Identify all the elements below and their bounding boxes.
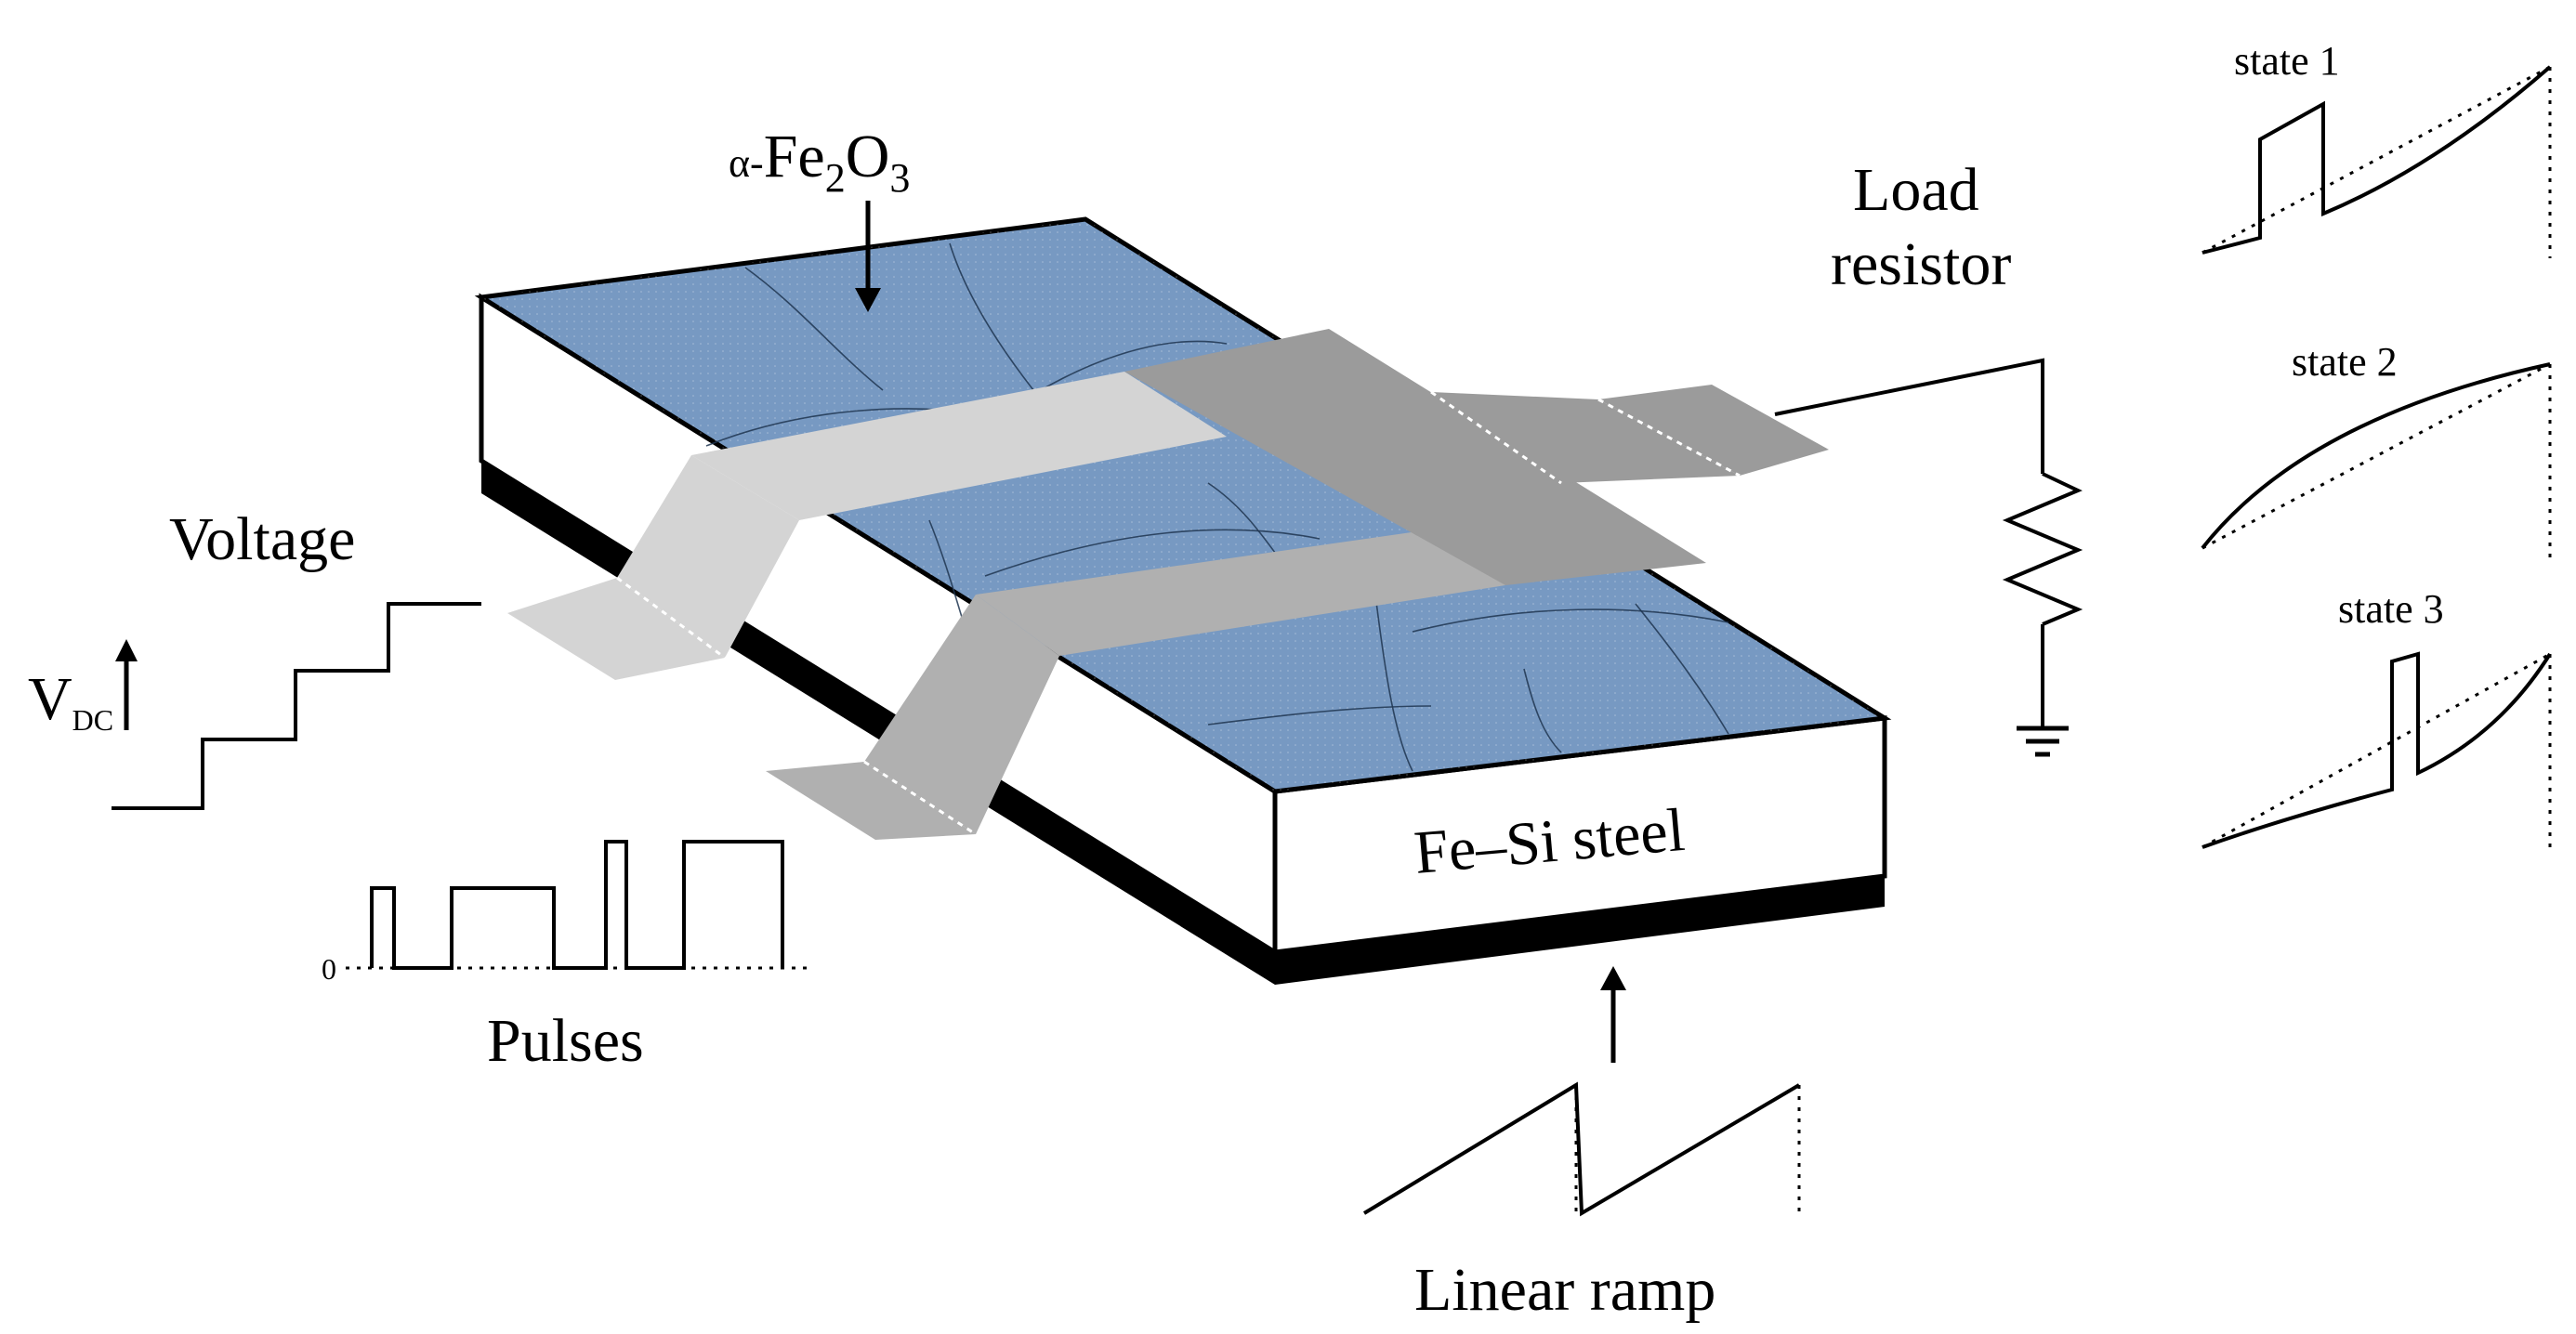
pulse-input: 0 Pulses: [322, 840, 807, 1075]
film-label-sub3: 3: [889, 155, 910, 201]
load-label-line1: Load: [1853, 156, 1979, 224]
film-arrowhead: [855, 288, 881, 312]
state1-label: state 1: [2234, 38, 2340, 84]
load-resistor-circuit: Load resistor: [1774, 156, 2083, 757]
vdc-label-v: V: [28, 665, 72, 733]
ramp-arrowhead: [1600, 966, 1626, 990]
state3-label: state 3: [2338, 586, 2444, 632]
electrode-middle: [766, 530, 1505, 840]
vdc-arrowhead: [115, 639, 138, 661]
resistor-icon: [2002, 472, 2083, 626]
state3-trace: [2201, 651, 2552, 849]
svg-text:α-Fe2O3: α-Fe2O3: [729, 123, 910, 201]
load-label-line2: resistor: [1831, 230, 2011, 298]
substrate-block: [474, 216, 1892, 985]
vdc-label-sub: DC: [72, 703, 113, 737]
film-label-o: O: [846, 123, 890, 190]
substrate-base-front: [1275, 876, 1885, 985]
svg-text:VDC: VDC: [28, 665, 113, 737]
film-label-fe: Fe: [764, 123, 825, 190]
film-label-prefix: α-: [729, 140, 764, 186]
film-label: α-Fe2O3: [729, 123, 910, 312]
load-wire: [1774, 358, 2044, 474]
pulse-zero-label: 0: [322, 952, 336, 986]
state2-label: state 2: [2292, 339, 2398, 385]
output-states: state 1 state 2 state 3: [2201, 38, 2552, 853]
film-label-sub2: 2: [825, 155, 846, 201]
voltage-input: Voltage VDC: [28, 505, 481, 810]
ground-icon: [2017, 726, 2069, 757]
ramp-input: Linear ramp: [1362, 966, 1801, 1324]
state1-trace: [2201, 65, 2552, 255]
electrode-dark: [1124, 329, 1829, 585]
ramp-waveform: [1362, 1081, 1801, 1217]
ramp-label: Linear ramp: [1414, 1256, 1715, 1324]
state2-trace: [2201, 362, 2551, 550]
pulses-label: Pulses: [487, 1007, 644, 1075]
pulse-train: [370, 840, 784, 970]
electrode-light: [507, 372, 1227, 680]
voltage-label: Voltage: [169, 505, 355, 573]
